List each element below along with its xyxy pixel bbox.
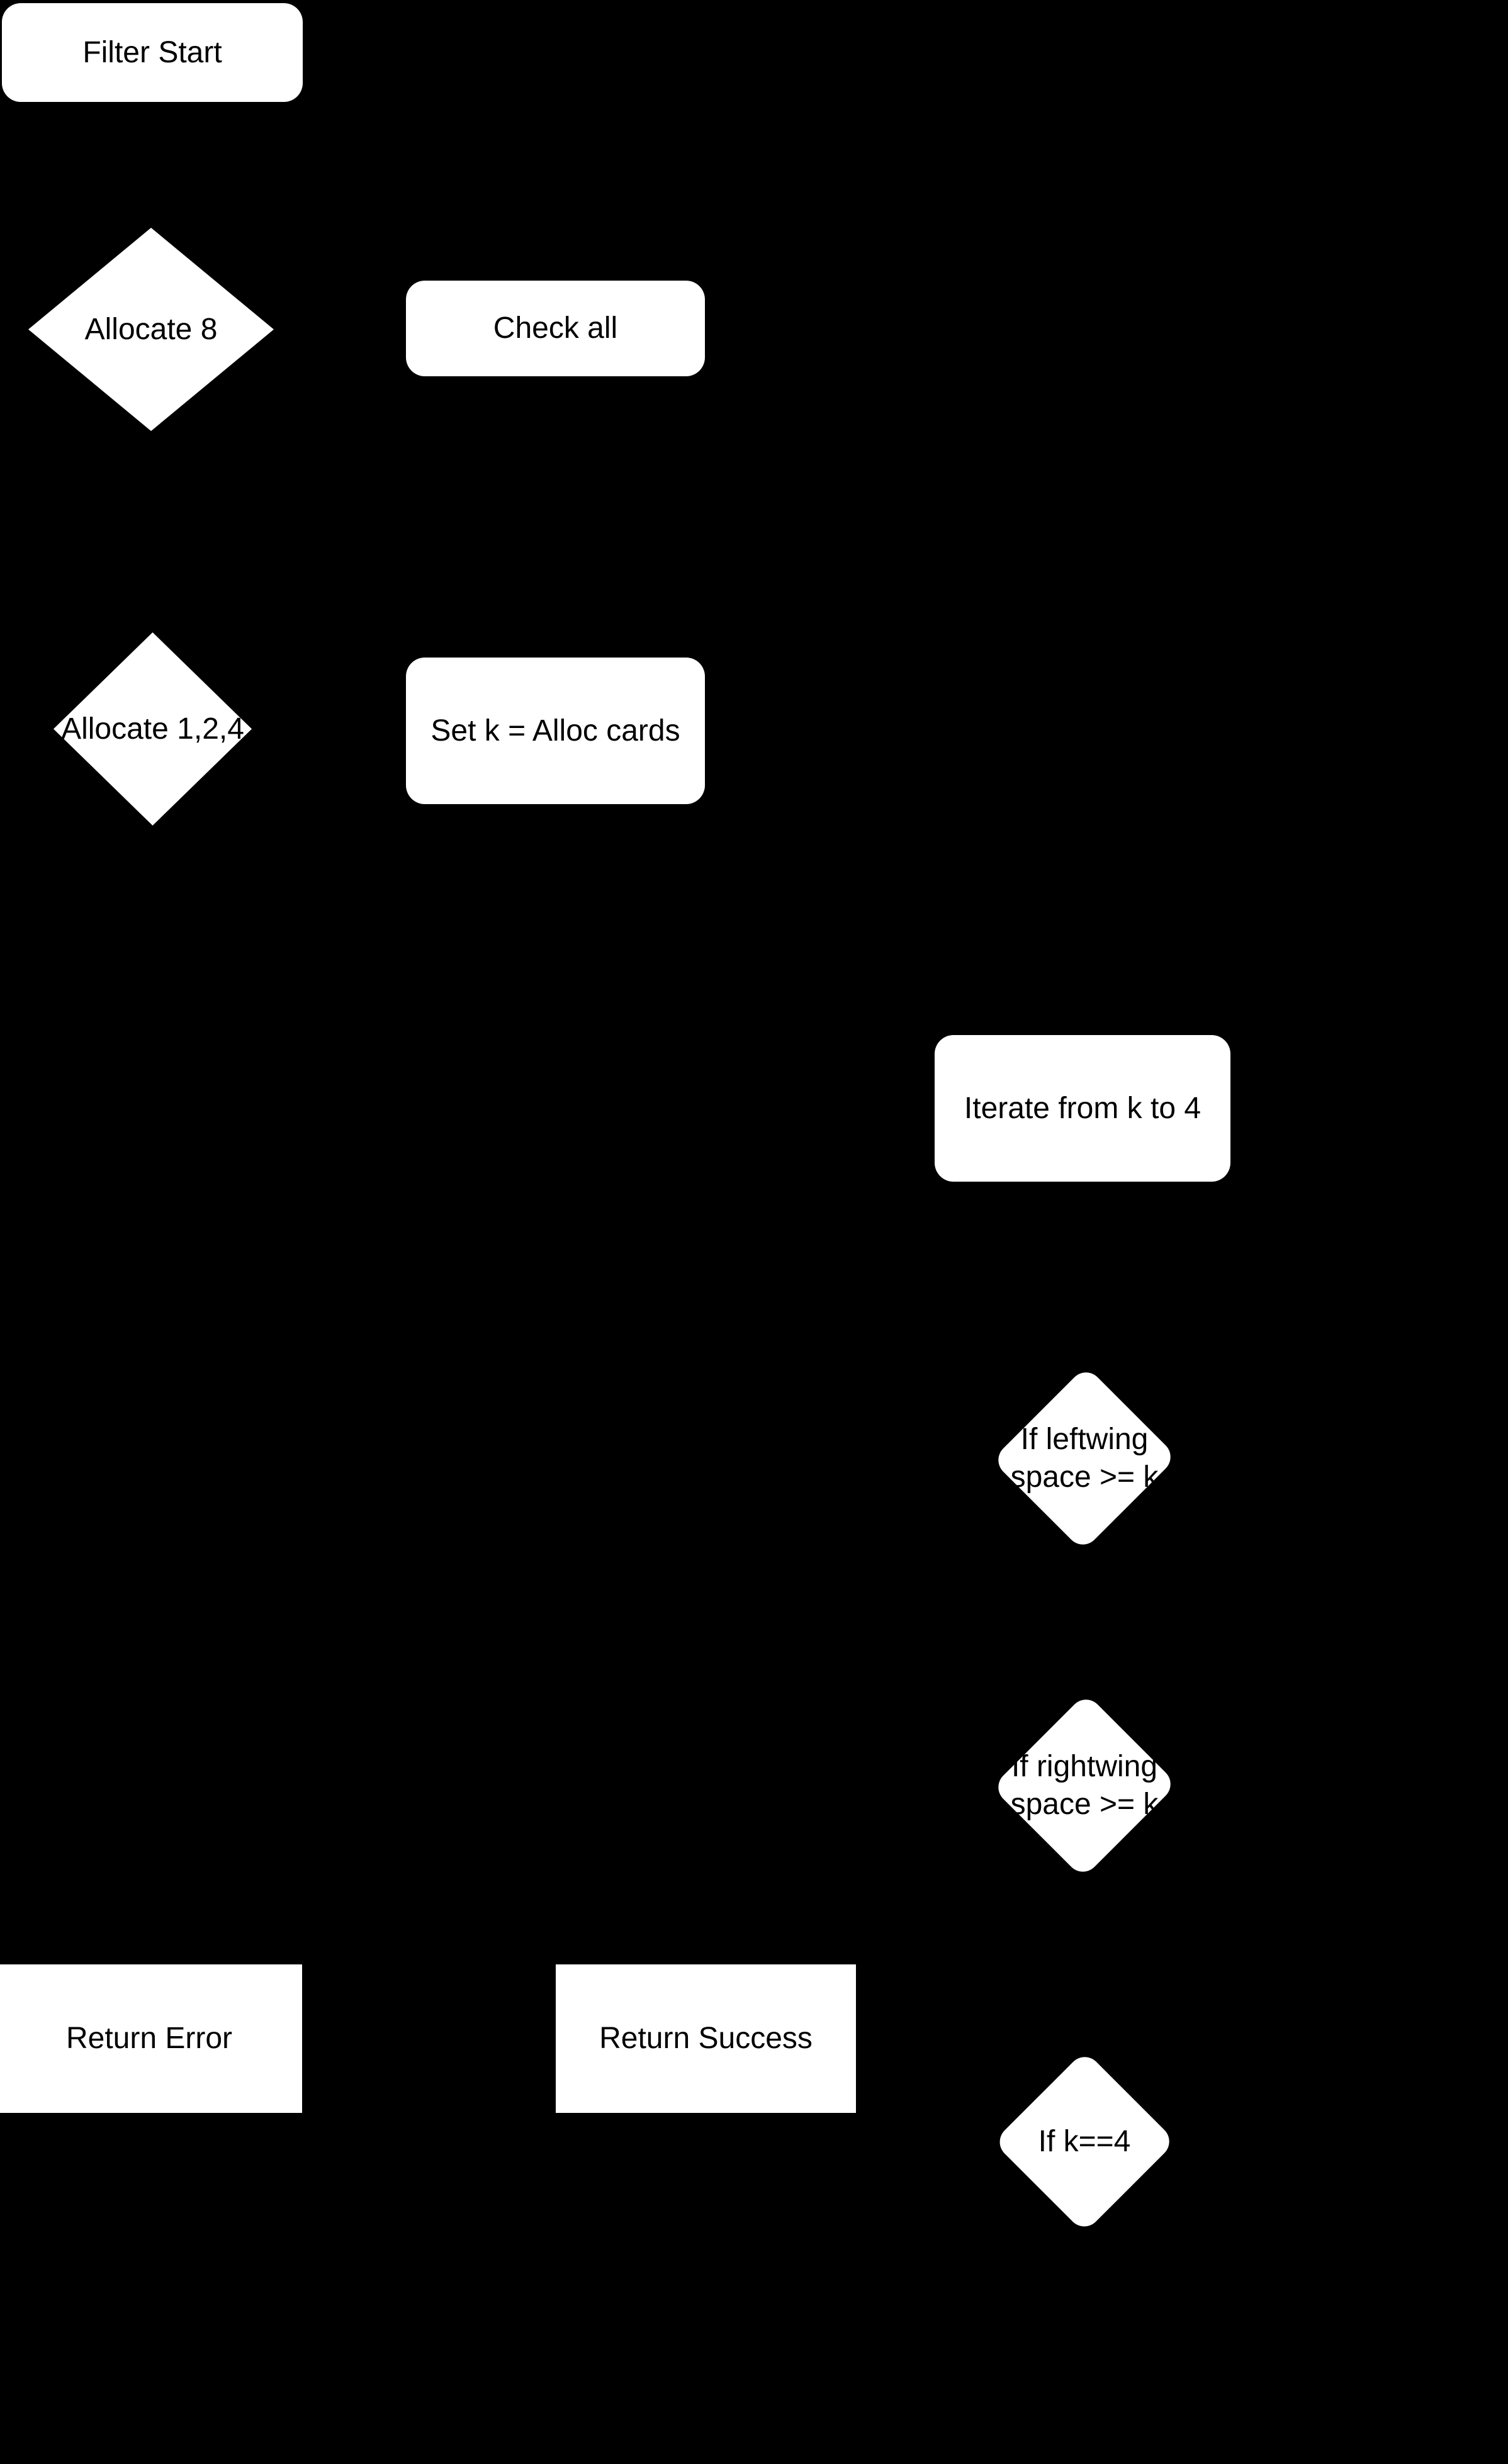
diamond-shape-if-k-equals-4 — [993, 2050, 1176, 2234]
flowchart-node-label-check-all: Check all — [493, 311, 618, 345]
flowchart-node-set-k-alloc-cards[interactable]: Set k = Alloc cards — [406, 658, 705, 804]
diamond-shape-if-leftwing-space — [993, 1364, 1176, 1553]
flowchart-node-check-all[interactable]: Check all — [406, 281, 705, 376]
flowchart-node-label-iterate-from-k-to-4: Iterate from k to 4 — [964, 1091, 1201, 1125]
flowchart-node-if-leftwing-space[interactable]: If leftwing space >= k — [993, 1364, 1176, 1553]
flowchart-node-label-filter-start: Filter Start — [82, 35, 222, 69]
diamond-shape-allocate-1-2-4 — [53, 632, 252, 826]
flowchart-node-return-error[interactable]: Return Error — [0, 1964, 302, 2113]
flowchart-node-allocate-1-2-4[interactable]: Allocate 1,2,4 — [53, 632, 252, 826]
flowchart-node-allocate-8[interactable]: Allocate 8 — [28, 228, 274, 431]
flowchart-node-if-k-equals-4[interactable]: If k==4 — [993, 2050, 1176, 2234]
flowchart-node-return-success[interactable]: Return Success — [556, 1964, 856, 2113]
flowchart-node-label-return-error: Return Error — [65, 2022, 233, 2055]
flowchart-node-label-return-success: Return Success — [599, 2022, 813, 2055]
diamond-shape-allocate-8 — [28, 228, 274, 431]
flowchart-node-iterate-from-k-to-4[interactable]: Iterate from k to 4 — [935, 1035, 1230, 1182]
diamond-shape-if-rightwing-space — [993, 1691, 1176, 1880]
flowchart-node-if-rightwing-space[interactable]: If rightwing space >= k — [993, 1691, 1176, 1880]
flowchart-node-label-set-k-alloc-cards: Set k = Alloc cards — [430, 714, 680, 748]
flowchart-node-filter-start[interactable]: Filter Start — [2, 3, 303, 102]
